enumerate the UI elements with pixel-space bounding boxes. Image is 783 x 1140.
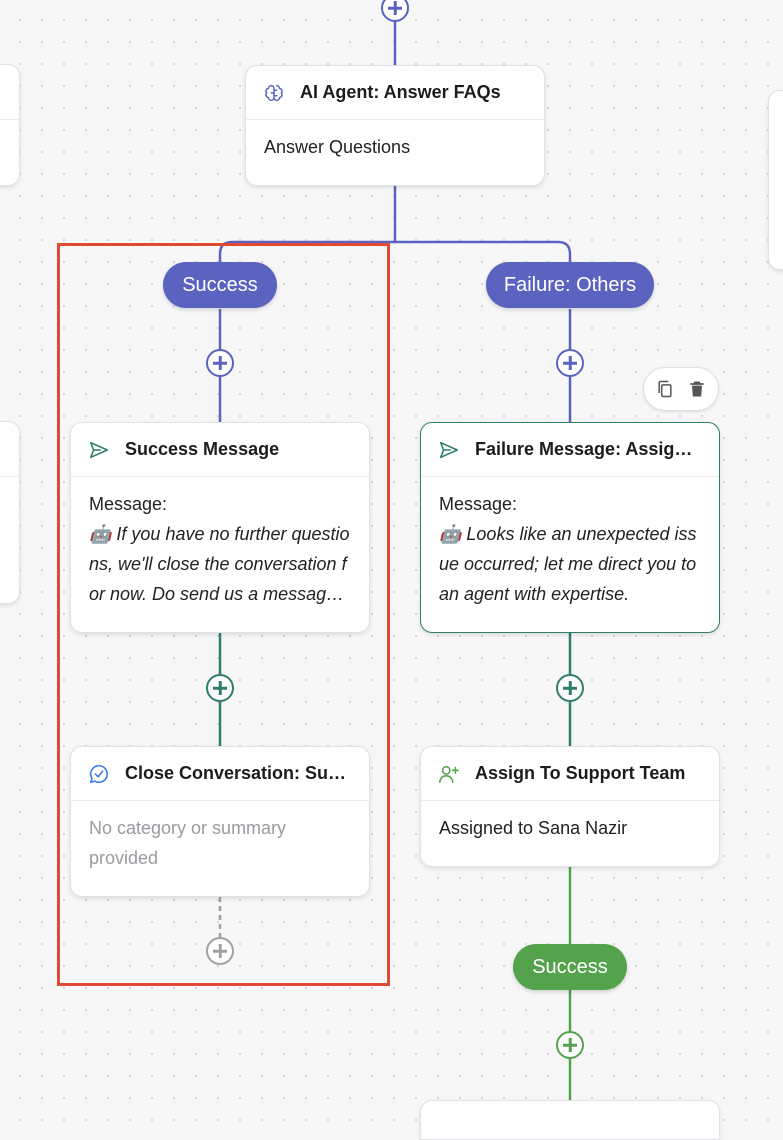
node-title: AI Agent: Answer FAQs [300,82,501,102]
node-header: Failure Message: Assign… [421,423,719,477]
node-body: Message: 🤖 If you have no further questi… [71,477,369,621]
node-header: Assign To Support Team [421,747,719,801]
send-icon [437,438,461,462]
node-body: No category or summary provided [89,818,287,868]
add-step-button[interactable] [556,1031,584,1059]
brain-icon [262,81,286,105]
branch-assign-success-label[interactable]: Success [513,944,627,990]
branch-failure-label[interactable]: Failure: Others [486,262,654,308]
node-header: AI Agent: Answer FAQs [246,66,544,120]
offscreen-node-bottom[interactable] [420,1100,720,1140]
node-body: Assigned to Sana Nazir [439,818,628,838]
node-body: Message: 🤖 Looks like an unexpected issu… [421,477,719,621]
message-label: Message: [89,494,168,514]
node-header: Close Conversation: Suc… [71,747,369,801]
ai-agent-node[interactable]: AI Agent: Answer FAQs Answer Questions [245,65,545,186]
offscreen-node-left-top[interactable] [0,64,20,186]
node-toolbar [643,367,719,411]
copy-icon[interactable] [654,378,676,400]
send-icon [87,438,111,462]
chat-check-icon [87,762,111,786]
message-text: 🤖 If you have no further questions, we'l… [89,524,351,604]
add-step-button-top[interactable] [381,0,409,22]
node-title: Assign To Support Team [475,763,686,783]
offscreen-node-left-middle[interactable] [0,421,20,604]
message-label: Message: [439,494,518,514]
trash-icon[interactable] [686,378,708,400]
offscreen-node-right-top[interactable] [768,90,783,270]
close-conversation-node[interactable]: Close Conversation: Suc… No category or … [70,746,370,897]
node-title: Success Message [125,439,280,459]
node-header: Success Message [71,423,369,477]
add-step-button[interactable] [206,674,234,702]
assign-team-node[interactable]: Assign To Support Team Assigned to Sana … [420,746,720,867]
node-title: Close Conversation: Suc… [125,763,353,783]
add-step-button[interactable] [206,937,234,965]
message-text: 🤖 Looks like an unexpected issue occurre… [439,524,697,604]
node-title: Failure Message: Assign… [475,439,703,459]
add-user-icon [437,762,461,786]
add-step-button[interactable] [556,349,584,377]
failure-message-node[interactable]: Failure Message: Assign… Message: 🤖 Look… [420,422,720,633]
success-message-node[interactable]: Success Message Message: 🤖 If you have n… [70,422,370,633]
node-body: Answer Questions [264,137,411,157]
add-step-button[interactable] [206,349,234,377]
branch-success-label[interactable]: Success [163,262,277,308]
add-step-button[interactable] [556,674,584,702]
